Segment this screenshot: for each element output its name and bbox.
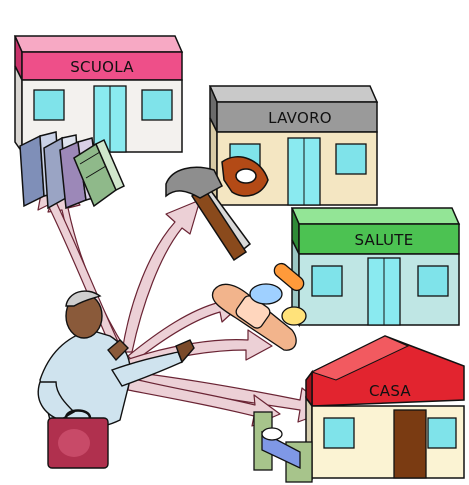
bed-icon [254, 412, 312, 482]
school-building: SCUOLA [15, 36, 182, 152]
school-label: SCUOLA [70, 58, 134, 76]
work-label: LAVORO [268, 109, 332, 127]
health-building: SALUTE [292, 208, 459, 325]
arrow-to-work [122, 200, 200, 352]
arrow-to-home [130, 372, 330, 422]
businessman-icon [38, 291, 194, 428]
health-label: SALUTE [354, 231, 413, 249]
suitcase-icon [48, 411, 108, 469]
home-label: CASA [369, 382, 411, 400]
home-building: CASA [306, 336, 464, 478]
